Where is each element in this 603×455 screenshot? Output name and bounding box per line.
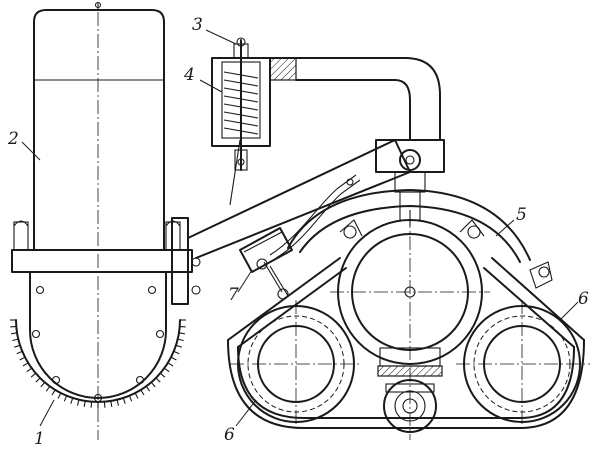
label-6-right: 6 [578,289,589,309]
upper-bracket [269,57,445,226]
gear-tooth [10,325,17,328]
unit-7 [239,227,293,300]
gear-tooth [57,392,62,399]
gear-tooth [35,377,41,383]
gear-tooth [163,367,170,373]
gear-tooth [170,356,177,361]
label-2: 2 [7,129,19,149]
gear-tooth [30,372,36,378]
label-5: 5 [516,205,527,225]
gear-tooth [103,401,106,408]
gear-tooth [122,397,126,404]
gear-tooth [145,385,151,392]
gear-tooth [83,400,86,407]
gear-tooth [177,338,184,342]
motor-housing [33,1,165,440]
gear-tooth [40,382,46,388]
label-6-left: 6 [224,425,235,445]
main-wheel [330,214,490,440]
pulley-right [456,300,590,430]
bottom-roller [383,379,437,433]
gear-tooth [140,389,145,396]
gear-tooth [175,344,182,348]
gear-tooth [173,350,180,355]
gear-tooth [26,367,33,373]
gear-tooth [128,395,133,402]
gear-tooth [70,397,74,404]
gear-tooth [116,399,120,406]
belt [227,257,585,429]
gear-tooth [14,344,21,348]
gear-tooth [76,399,80,406]
gear-tooth [22,362,29,367]
leader-lines [21,29,579,427]
gear-tooth [150,382,156,388]
gear-tooth [19,356,26,361]
gear-tooth [90,401,93,408]
gear-tooth [134,392,139,399]
label-7: 7 [228,285,239,305]
gear-tooth [51,389,56,396]
gear-tooth [45,385,51,392]
lever-arm [187,139,411,259]
label-1: 1 [34,429,45,449]
pulley-left [230,300,362,430]
gear-tooth [63,395,68,402]
gear-tooth [178,332,185,335]
gear-tooth [11,332,18,335]
cable-link [269,174,361,259]
spring-unit [211,37,271,171]
base-plate [11,217,201,305]
label-3: 3 [192,15,203,35]
gear-tooth [16,350,23,355]
gear-tooth [12,338,19,342]
gear-tooth [110,400,113,407]
toothed-gear [10,271,186,408]
gear-tooth [179,325,186,328]
gear-tooth [167,362,174,367]
label-4: 4 [183,65,195,85]
gear-tooth [155,377,161,383]
gear-tooth [160,372,166,378]
